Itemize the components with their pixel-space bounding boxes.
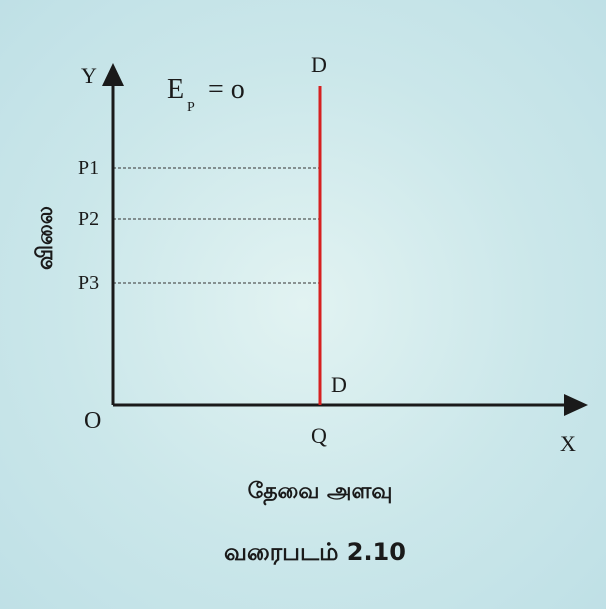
x-axis-arrow (564, 394, 588, 416)
quantity-label: Q (311, 423, 327, 448)
price-label-p1: P1 (78, 157, 99, 179)
curve-bottom-label: D (331, 372, 347, 397)
equation-subscript: P (187, 100, 195, 115)
y-axis-title: விலை (33, 206, 58, 270)
x-axis-label: X (560, 431, 576, 456)
y-axis-arrow (102, 63, 124, 86)
equation-rest: = o (208, 74, 245, 105)
curve-top-label: D (311, 52, 327, 77)
y-axis-label: Y (81, 63, 97, 88)
origin-label: O (84, 408, 101, 434)
x-axis-title: தேவை அளவு (248, 479, 393, 506)
price-label-p2: P2 (78, 208, 99, 230)
figure-caption: வரைபடம் 2.10 (224, 538, 406, 566)
equation-e: E (167, 74, 184, 105)
price-label-p3: P3 (78, 272, 99, 294)
